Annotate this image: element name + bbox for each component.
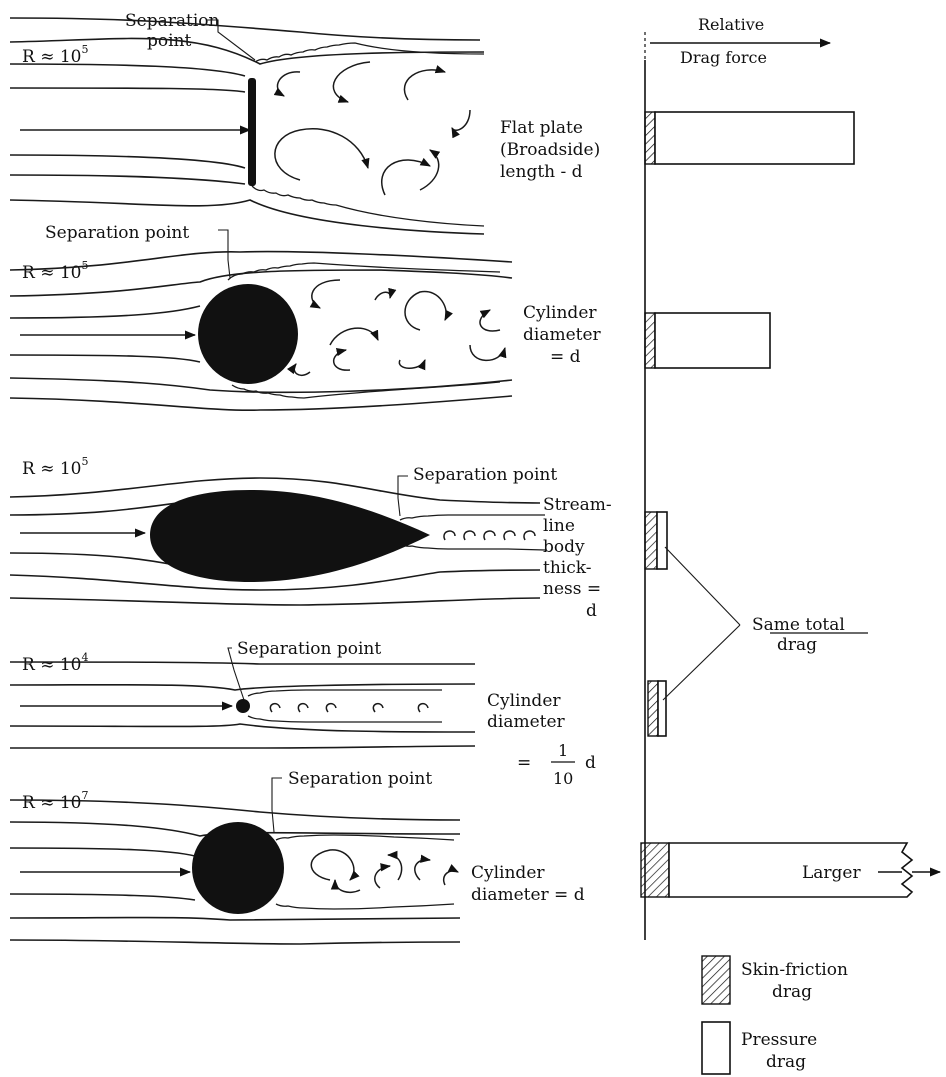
same-total-label: Same total: [752, 615, 845, 635]
pressure-bar-2: [655, 313, 770, 368]
body-label-thickness-d: d: [586, 601, 597, 621]
fraction-equals: =: [517, 753, 531, 773]
flat-plate: [248, 78, 256, 186]
skin-friction-bar-4: [648, 681, 658, 736]
body-label-diameter-small: diameter: [487, 712, 566, 732]
body-label-cylinder-high-re: Cylinder: [471, 863, 545, 883]
body-label-diameter-1: diameter: [523, 325, 602, 345]
legend-skin-friction-swatch: [702, 956, 730, 1004]
body-label-thick: thick-: [543, 558, 592, 578]
body-label-equals-d-1: = d: [550, 347, 581, 367]
cylinder-1: [198, 284, 298, 384]
legend: Skin-friction drag Pressure drag: [702, 956, 848, 1074]
row-flat-plate: R ≈ 105 Separation point Flat plate (Bro…: [10, 11, 854, 234]
body-label-diameter-high-re: diameter = d: [471, 885, 585, 905]
legend-pressure-swatch: [702, 1022, 730, 1074]
same-total-label-drag: drag: [777, 635, 817, 655]
body-label-flat-plate: Flat plate: [500, 118, 583, 138]
row-cylinder-high-re: R ≈ 107 Separation point Larger Cylinder…: [10, 769, 940, 944]
separation-leader-2: [218, 230, 230, 278]
legend-pressure-label-drag: drag: [766, 1052, 806, 1072]
legend-skin-friction-label: Skin-friction: [741, 960, 848, 980]
row-small-cylinder: R ≈ 104 Separation point Cylinder diamet…: [10, 639, 666, 788]
pressure-bar-1: [655, 112, 854, 164]
body-label-length: length - d: [500, 162, 583, 182]
axis-title-relative: Relative: [698, 15, 764, 34]
fraction-denominator: 10: [553, 769, 573, 788]
body-label-cylinder-small: Cylinder: [487, 691, 561, 711]
body-label-broadside: (Broadside): [500, 140, 600, 160]
cylinder-high-re: [192, 822, 284, 914]
reynolds-label-3: R ≈ 105: [22, 455, 88, 479]
skin-friction-bar-5: [641, 843, 669, 897]
separation-point-label-2: Separation point: [45, 223, 189, 243]
pressure-bar-4: [658, 681, 666, 736]
body-label-cylinder-1: Cylinder: [523, 303, 597, 323]
skin-friction-bar-2: [645, 313, 655, 368]
larger-label: Larger: [802, 863, 861, 883]
separation-point-label-5: Separation point: [288, 769, 432, 789]
skin-friction-bar-3: [645, 512, 657, 569]
fraction-numerator: 1: [558, 741, 568, 760]
body-label-body: body: [543, 537, 585, 557]
legend-skin-friction-label-drag: drag: [772, 982, 812, 1002]
same-total-drag: Same total drag: [663, 547, 868, 700]
legend-pressure-label: Pressure: [741, 1030, 817, 1050]
streamline-body: [150, 490, 430, 582]
row-streamline-body: R ≈ 105 Separation point Stream- line bo…: [10, 455, 667, 621]
skin-friction-bar-1: [645, 112, 655, 164]
body-label-ness: ness =: [543, 579, 601, 599]
separation-point-label-4: Separation point: [237, 639, 381, 659]
row-cylinder: R ≈ 105 Separation point Cylinder diamet…: [10, 223, 770, 410]
separation-leader-5: [272, 778, 282, 832]
pressure-bar-5: [669, 843, 912, 897]
body-label-line: line: [543, 516, 575, 536]
fraction-d: d: [585, 753, 596, 773]
reynolds-label-2: R ≈ 105: [22, 259, 88, 283]
axis-title-drag-force: Drag force: [680, 48, 767, 67]
small-cylinder: [236, 699, 250, 713]
body-label-stream: Stream-: [543, 495, 612, 515]
separation-point-label-3: Separation point: [413, 465, 557, 485]
reynolds-label-4: R ≈ 104: [22, 651, 88, 675]
pressure-bar-3: [657, 512, 667, 569]
